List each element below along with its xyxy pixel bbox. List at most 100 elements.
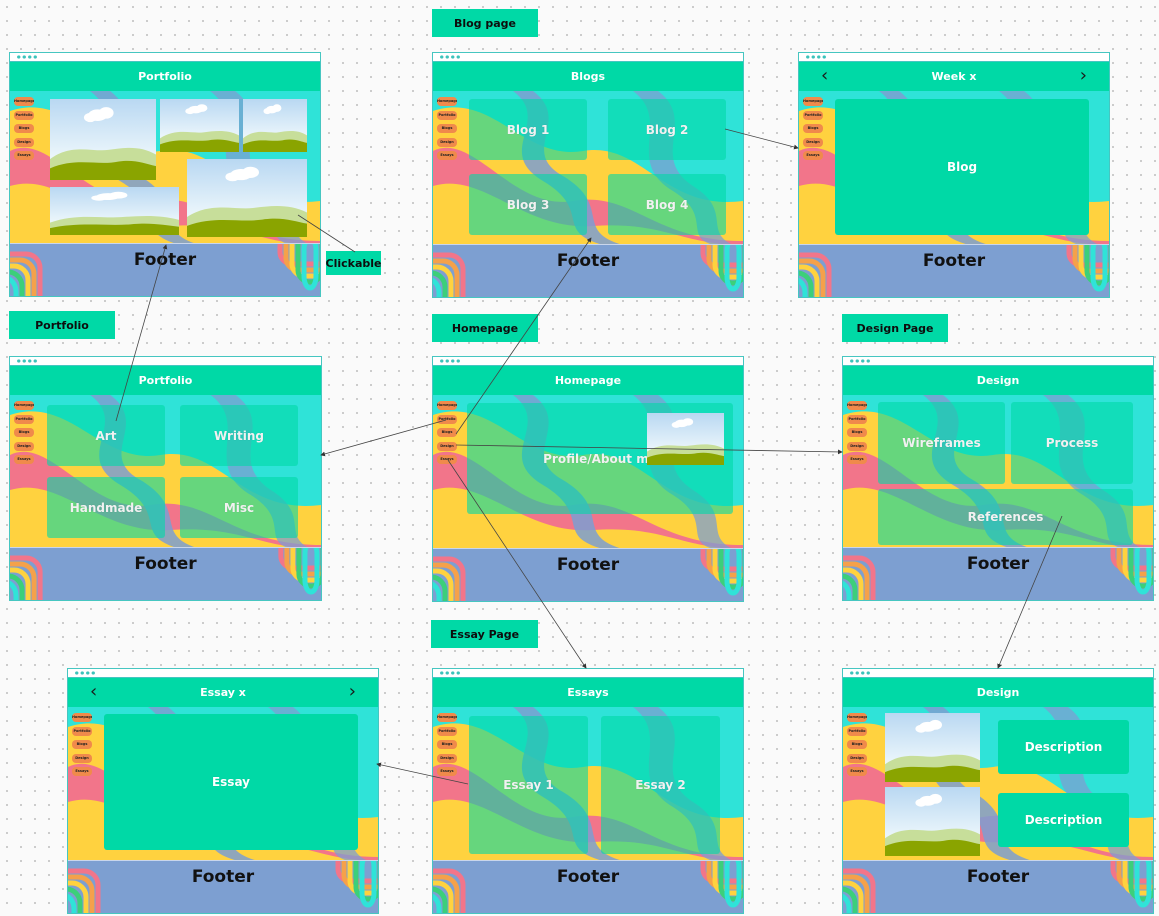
nav-item-blogs[interactable]: Blogs (14, 428, 34, 438)
label-blog-page: Blog page (432, 9, 538, 37)
window-dots-icon (74, 671, 96, 675)
nav-item-homepage[interactable]: Homepage (847, 713, 867, 722)
rainbow-decoration (799, 245, 1109, 297)
landscape-image-icon[interactable] (160, 99, 239, 152)
frame-header: Homepage (433, 366, 743, 395)
nav-item-portfolio[interactable]: Portfolio (803, 110, 823, 120)
nav-item-design[interactable]: Design (437, 137, 457, 147)
nav-item-blogs[interactable]: Blogs (803, 124, 823, 134)
nav-item-blogs[interactable]: Blogs (437, 428, 457, 438)
chevron-right-icon[interactable]: › (1079, 65, 1087, 86)
footer-text: Footer (966, 554, 1030, 574)
nav-item-portfolio[interactable]: Portfolio (847, 726, 867, 736)
nav-item-essays[interactable]: Essays (72, 767, 92, 777)
nav-item-homepage[interactable]: Homepage (847, 401, 867, 410)
frame-header: Essays (433, 678, 743, 707)
nav-item-essays[interactable]: Essays (803, 151, 823, 161)
nav-item-essays[interactable]: Essays (14, 151, 34, 161)
nav-item-blogs[interactable]: Blogs (847, 428, 867, 438)
nav-item-design[interactable]: Design (803, 137, 823, 147)
rainbow-decoration (843, 861, 1153, 913)
card-handmade[interactable]: Handmade (47, 477, 165, 538)
card-wireframes[interactable]: Wireframes (878, 402, 1005, 484)
card-writing[interactable]: Writing (180, 405, 298, 466)
card-misc[interactable]: Misc (180, 477, 298, 538)
frame-header: Design (843, 678, 1153, 707)
nav-item-portfolio[interactable]: Portfolio (72, 726, 92, 736)
window-dots-icon (849, 359, 871, 363)
nav-item-homepage[interactable]: Homepage (72, 713, 92, 722)
nav-item-portfolio[interactable]: Portfolio (14, 414, 34, 424)
nav-item-blogs[interactable]: Blogs (72, 740, 92, 750)
card-blog-2[interactable]: Blog 2 (608, 99, 726, 160)
window-dots-icon (439, 359, 461, 363)
nav-item-design[interactable]: Design (847, 441, 867, 451)
wireframe-design: Design Footer Wireframes Process Referen… (842, 356, 1154, 601)
nav-item-essays[interactable]: Essays (14, 455, 34, 465)
chevron-right-icon[interactable]: › (348, 681, 356, 702)
rainbow-decoration (10, 548, 321, 600)
card-blog-3[interactable]: Blog 3 (469, 174, 587, 235)
footer-text: Footer (556, 867, 620, 887)
chevron-left-icon[interactable]: ‹ (821, 65, 829, 86)
wireframe-homepage: Homepage Footer Profile/About me Homepag… (432, 356, 744, 602)
nav-item-blogs[interactable]: Blogs (437, 740, 457, 750)
frame-title: Week x (931, 70, 977, 83)
nav-item-blogs[interactable]: Blogs (14, 124, 34, 134)
connector-home-to-portfolio (320, 419, 447, 457)
nav-item-homepage[interactable]: Homepage (437, 97, 457, 106)
nav-item-essays[interactable]: Essays (437, 455, 457, 465)
landscape-image-icon[interactable] (50, 99, 156, 180)
landscape-image-icon (647, 413, 724, 465)
wireframe-portfolio: Portfolio Footer Art Writing Handmade Mi… (9, 356, 322, 601)
chevron-left-icon[interactable]: ‹ (90, 681, 98, 702)
nav-item-design[interactable]: Design (14, 137, 34, 147)
card-art[interactable]: Art (47, 405, 165, 466)
nav-item-homepage[interactable]: Homepage (14, 97, 34, 106)
nav-item-design[interactable]: Design (437, 753, 457, 763)
nav-item-essays[interactable]: Essays (437, 151, 457, 161)
card-essay-1[interactable]: Essay 1 (469, 716, 588, 854)
rainbow-decoration (68, 861, 378, 913)
nav-item-portfolio[interactable]: Portfolio (847, 414, 867, 424)
nav-item-portfolio[interactable]: Portfolio (437, 414, 457, 424)
nav-item-design[interactable]: Design (72, 753, 92, 763)
frame-header: ‹ Week x › (799, 62, 1109, 91)
window-dots-icon (16, 55, 38, 59)
nav-item-design[interactable]: Design (847, 753, 867, 763)
nav-item-blogs[interactable]: Blogs (847, 740, 867, 750)
card-process[interactable]: Process (1011, 402, 1133, 484)
footer-text: Footer (133, 250, 197, 270)
card-blog-1[interactable]: Blog 1 (469, 99, 587, 160)
nav-item-homepage[interactable]: Homepage (437, 713, 457, 722)
landscape-image-icon[interactable] (243, 99, 307, 152)
card-essay-2[interactable]: Essay 2 (601, 716, 720, 854)
footer-text: Footer (134, 554, 197, 574)
nav-item-essays[interactable]: Essays (437, 767, 457, 777)
landscape-image-icon[interactable] (50, 187, 179, 235)
nav-item-portfolio[interactable]: Portfolio (437, 110, 457, 120)
nav-item-homepage[interactable]: Homepage (14, 401, 34, 410)
nav-item-essays[interactable]: Essays (847, 767, 867, 777)
nav-item-portfolio[interactable]: Portfolio (437, 726, 457, 736)
rainbow-decoration (843, 548, 1153, 600)
nav-item-portfolio[interactable]: Portfolio (14, 110, 34, 120)
nav-item-essays[interactable]: Essays (847, 455, 867, 465)
card-blog-4[interactable]: Blog 4 (608, 174, 726, 235)
landscape-image-icon[interactable] (187, 159, 307, 237)
label-design-page: Design Page (842, 314, 948, 342)
label-essay-page: Essay Page (431, 620, 538, 648)
nav-item-blogs[interactable]: Blogs (437, 124, 457, 134)
nav-item-design[interactable]: Design (14, 441, 34, 451)
landscape-image-icon (885, 787, 980, 856)
card-references[interactable]: References (878, 489, 1133, 545)
nav-item-homepage[interactable]: Homepage (803, 97, 823, 106)
essay-content: Essay (104, 714, 358, 850)
nav-item-design[interactable]: Design (437, 441, 457, 451)
nav-item-homepage[interactable]: Homepage (437, 401, 457, 410)
